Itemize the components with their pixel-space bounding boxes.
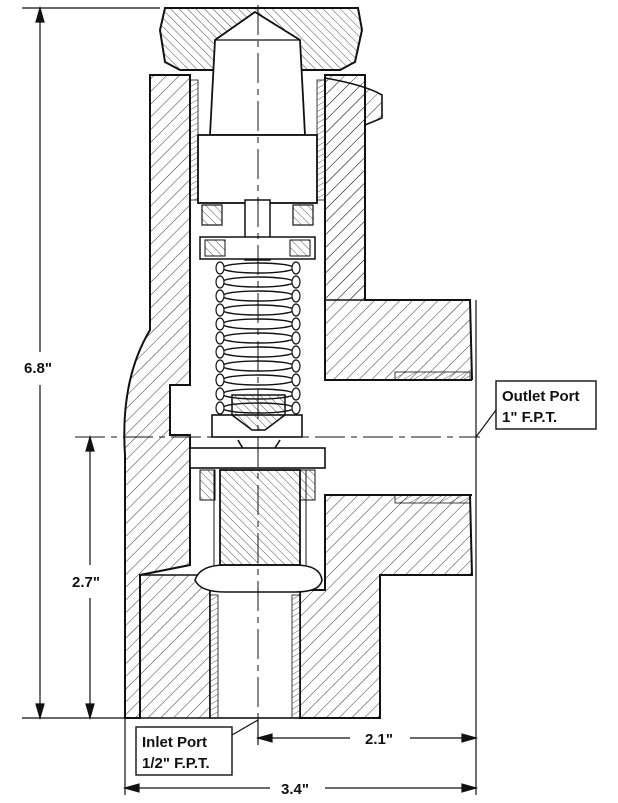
inlet-port-size: 1/2" F.P.T.	[142, 755, 210, 772]
dim-inlet-outlet-height	[85, 434, 95, 721]
dim-overall-height	[22, 5, 160, 721]
spring-wire-section	[291, 261, 301, 275]
overall-width-label: 3.4"	[281, 781, 309, 798]
spring-wire-section	[215, 331, 225, 345]
spring-wire-section	[215, 359, 225, 373]
spring-wire-section	[215, 303, 225, 317]
spring-wire-section	[291, 345, 301, 359]
spring-wire-section	[215, 401, 225, 415]
dim-extensions	[122, 300, 479, 795]
spring-wire-section	[291, 289, 301, 303]
spring-wire-section	[291, 359, 301, 373]
nozzle	[213, 469, 307, 566]
valve-body	[123, 74, 474, 719]
spring-wire-section	[291, 303, 301, 317]
inlet-port-bore	[194, 564, 323, 719]
outlet-port-title: Outlet Port	[502, 388, 580, 405]
spring-wire-section	[291, 331, 301, 345]
inlet-outlet-width-label: 2.1"	[365, 731, 393, 748]
disc-assembly	[189, 394, 326, 501]
spring-wire-section	[215, 317, 225, 331]
spring-wire-section	[215, 275, 225, 289]
spring-wire-section	[291, 317, 301, 331]
inlet-callout: Inlet Port 1/2" F.P.T.	[135, 719, 259, 776]
spring-wire-section	[291, 387, 301, 401]
spring-wire-section	[215, 261, 225, 275]
spring-wire-section	[291, 275, 301, 289]
outlet-port-size: 1" F.P.T.	[502, 409, 557, 426]
spring-wire-section	[215, 387, 225, 401]
inlet-port-title: Inlet Port	[142, 734, 207, 751]
spring-wire-section	[291, 373, 301, 387]
inlet-outlet-height-label: 2.7"	[72, 574, 100, 591]
overall-height-label: 6.8"	[24, 360, 52, 377]
spring-wire-section	[215, 373, 225, 387]
spring-wire-section	[291, 401, 301, 415]
spring-wire-section	[215, 289, 225, 303]
outlet-callout: Outlet Port 1" F.P.T.	[475, 380, 597, 438]
spring-wire-section	[215, 345, 225, 359]
spring	[215, 261, 301, 415]
centerlines	[75, 5, 480, 740]
